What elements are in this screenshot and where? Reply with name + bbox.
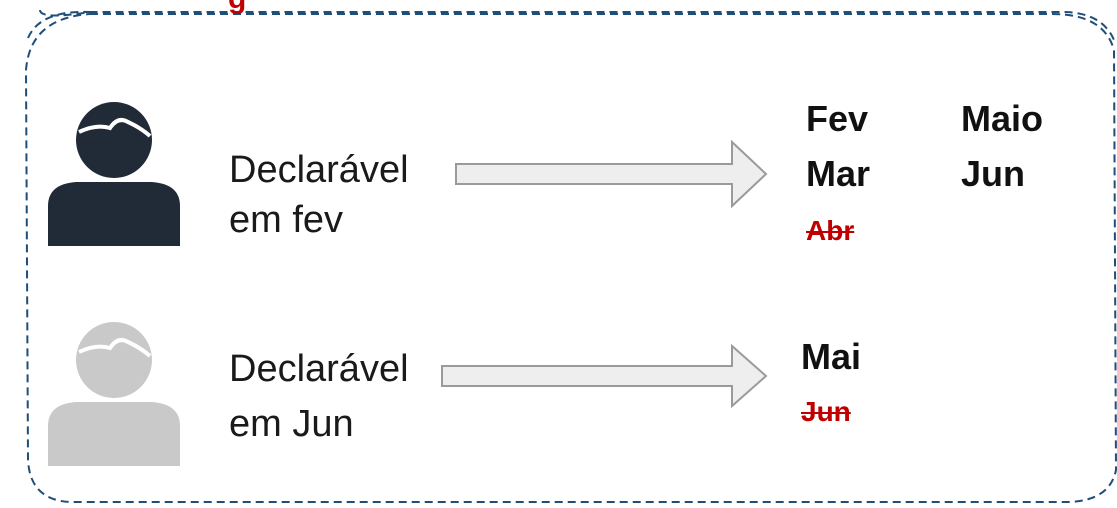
- user-icon: [48, 322, 180, 466]
- row1-month-fev: Fev: [806, 98, 869, 139]
- row2-month-jun-struck: Jun: [801, 396, 851, 427]
- row2-month-mai: Mai: [801, 336, 862, 377]
- row1-month-mar: Mar: [806, 153, 871, 194]
- arrow-right-icon: [455, 139, 768, 209]
- row1-label-line2: em fev: [229, 199, 344, 241]
- row1-month-maio: Maio: [961, 98, 1044, 139]
- row2-label-line2: em Jun: [229, 403, 354, 445]
- row2-label-line1: Declarável: [229, 348, 409, 390]
- frame-border: [24, 13, 1117, 503]
- row1-month-jun: Jun: [961, 153, 1026, 194]
- cropped-heading-fragment: g: [228, 0, 246, 14]
- arrow-right-icon: [441, 343, 768, 409]
- row1-month-abr-struck: Abr: [806, 215, 855, 246]
- user-icon: [48, 102, 180, 246]
- row1-label-line1: Declarável: [229, 149, 409, 191]
